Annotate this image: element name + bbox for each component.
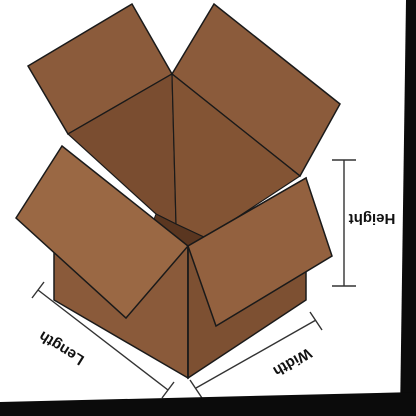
length-label: Length [36,327,87,368]
height-dimension: Height [332,159,396,287]
right-inner-edge [291,169,301,177]
front-right-flap [187,176,333,328]
width-label: Width [270,344,314,379]
height-label: Height [349,210,396,227]
